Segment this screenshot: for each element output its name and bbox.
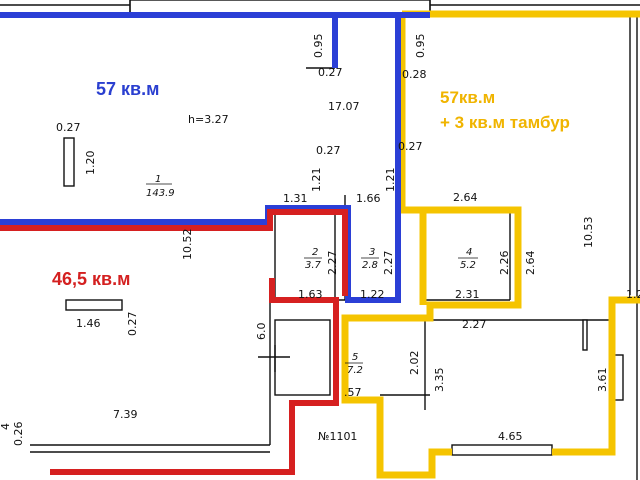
dim-57: .57 bbox=[344, 386, 362, 399]
zone-yellow-outline bbox=[341, 10, 640, 479]
dim-1-2: 1.2 bbox=[626, 288, 640, 301]
zone-red-area: 46,5 кв.м bbox=[52, 269, 130, 289]
dim-2-27-a: 2.27 bbox=[326, 251, 339, 276]
room-5-number: 5 bbox=[352, 352, 358, 363]
dim-4: 4 bbox=[0, 423, 12, 430]
zone-blue-area: 57 кв.м bbox=[96, 79, 159, 99]
room-4-area: 5.2 bbox=[460, 260, 476, 271]
dim-1-21-a: 1.21 bbox=[310, 168, 323, 193]
dim-1-63: 1.63 bbox=[298, 288, 323, 301]
dim-0-95-a: 0.95 bbox=[312, 34, 325, 59]
dim-2-27-b: 2.27 bbox=[382, 251, 395, 276]
dim-6-0: 6.0 bbox=[255, 323, 268, 341]
dim-7-39: 7.39 bbox=[113, 408, 138, 421]
dim-3-61: 3.61 bbox=[596, 368, 609, 393]
dim-1-66: 1.66 bbox=[356, 192, 381, 205]
dim-0-27-d: 0.27 bbox=[398, 140, 423, 153]
dim-3-35: 3.35 bbox=[433, 368, 446, 393]
dim-10-53: 10.53 bbox=[582, 217, 595, 249]
room-3-area: 2.8 bbox=[362, 260, 378, 271]
room-2-number: 2 bbox=[312, 247, 318, 258]
zone-yellow-area: 57кв.м bbox=[440, 88, 495, 107]
room-3-number: 3 bbox=[369, 247, 375, 258]
zone-red-outline bbox=[0, 209, 348, 475]
dim-0-27-c: 0.27 bbox=[316, 144, 341, 157]
dim-1-22: 1.22 bbox=[360, 288, 385, 301]
dim-1-20: 1.20 bbox=[84, 151, 97, 176]
dim-17-07: 17.07 bbox=[328, 100, 360, 113]
dim-2-64-a: 2.64 bbox=[453, 191, 478, 204]
plan-number: №1101 bbox=[318, 430, 357, 443]
dim-2-31: 2.31 bbox=[455, 288, 480, 301]
zone-yellow-extra: + 3 кв.м тамбур bbox=[440, 113, 570, 132]
dim-0-28: 0.28 bbox=[402, 68, 427, 81]
dim-2-26: 2.26 bbox=[498, 251, 511, 276]
dim-1-31: 1.31 bbox=[283, 192, 308, 205]
dim-2-27-c: 2.27 bbox=[462, 318, 487, 331]
dim-10-52: 10.52 bbox=[181, 229, 194, 261]
room-4-number: 4 bbox=[466, 247, 472, 258]
dim-0-26: 0.26 bbox=[12, 422, 25, 447]
dim-0-27-b: 0.27 bbox=[56, 121, 81, 134]
dim-2-64-b: 2.64 bbox=[524, 251, 537, 276]
dim-0-27-a: 0.27 bbox=[318, 66, 343, 79]
dim-1-21-b: 1.21 bbox=[384, 168, 397, 193]
dim-0-27-f: 0.27 bbox=[126, 312, 139, 337]
dim-4-65: 4.65 bbox=[498, 430, 523, 443]
room-1-height: h=3.27 bbox=[188, 113, 229, 126]
room-1-number: 1 bbox=[155, 174, 161, 185]
room-2-area: 3.7 bbox=[305, 260, 322, 271]
room-5-area: 7.2 bbox=[347, 365, 363, 376]
dim-2-02: 2.02 bbox=[408, 351, 421, 376]
dim-0-95-b: 0.95 bbox=[414, 34, 427, 59]
room-1-area: 143.9 bbox=[146, 188, 175, 199]
dim-1-46: 1.46 bbox=[76, 317, 101, 330]
